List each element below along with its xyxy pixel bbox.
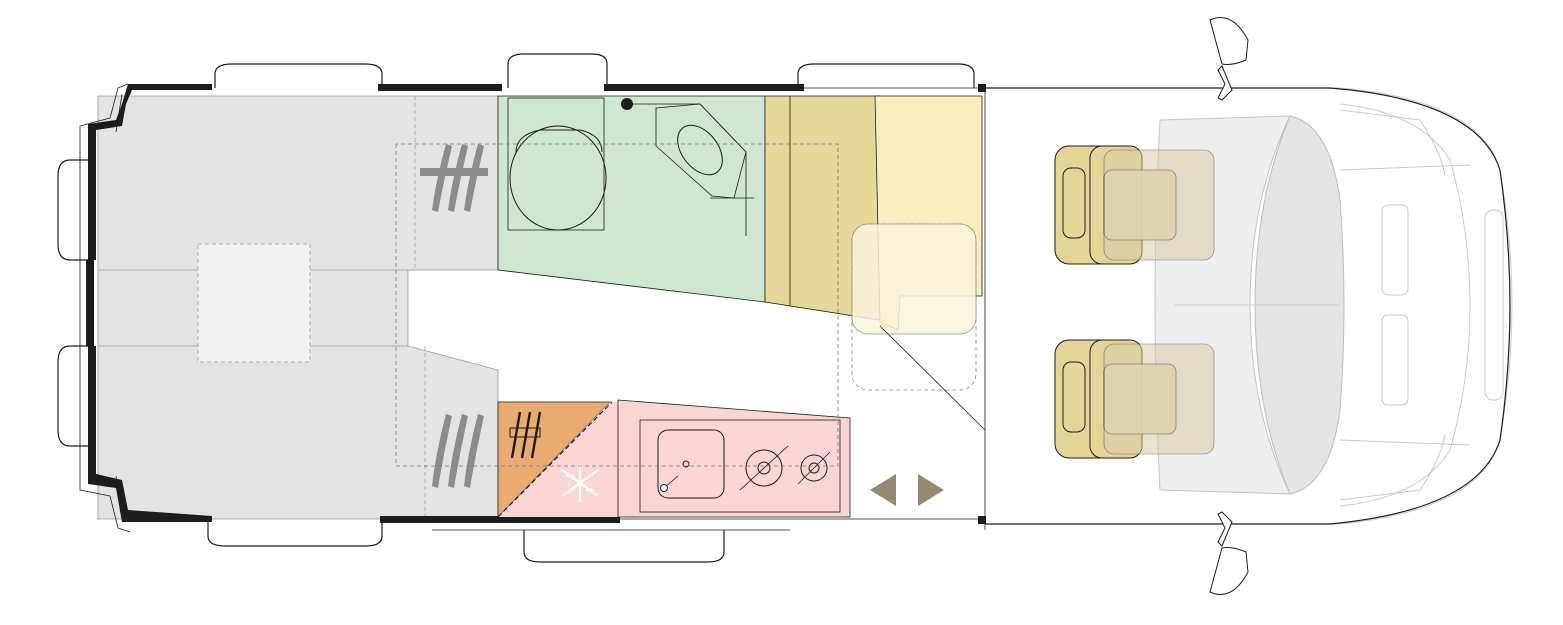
fridge: [497, 401, 618, 518]
rear-bed: [97, 95, 499, 520]
underfloor-outline: [395, 143, 839, 467]
passenger-seat: [1054, 339, 1215, 459]
rear-walls: [79, 83, 986, 533]
left-mirror: [1209, 17, 1249, 101]
kitchen: [617, 399, 851, 518]
sink-icon: [657, 429, 725, 499]
bathroom: [497, 95, 766, 303]
washbasin-icon: [621, 98, 754, 236]
fridge-snowflake-icon: [561, 464, 599, 502]
right-mirror: [1209, 511, 1249, 595]
toilet-icon: [509, 125, 607, 231]
dinette-table: [851, 223, 986, 431]
windows: [57, 53, 975, 563]
entry-arrows-icon: [870, 474, 944, 506]
gas-burner-icon: [739, 445, 831, 491]
bed-hatch-bottom: [432, 414, 484, 488]
driver-seat: [1054, 145, 1215, 265]
skylight: [197, 243, 311, 363]
bed-hatch-top: [420, 144, 488, 212]
